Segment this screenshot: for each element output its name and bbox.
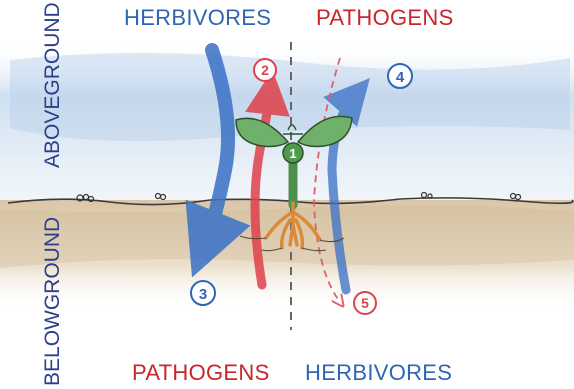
marker-3-label: 3: [199, 286, 207, 303]
marker-4-label: 4: [396, 69, 405, 86]
label-herbivores-bottom: HERBIVORES: [305, 362, 452, 384]
marker-2-label: 2: [261, 62, 269, 78]
label-belowground: BELOWGROUND: [42, 217, 63, 386]
marker-2: 2: [254, 59, 276, 81]
marker-5-label: 5: [361, 295, 369, 311]
label-herbivores-top: HERBIVORES: [124, 7, 271, 29]
marker-3: 3: [191, 281, 215, 305]
marker-4: 4: [388, 64, 412, 88]
label-aboveground: ABOVEGROUND: [42, 2, 63, 168]
marker-1-label: 1: [289, 146, 296, 161]
marker-1: 1: [283, 143, 303, 163]
label-pathogens-bottom: PATHOGENS: [132, 362, 270, 384]
marker-5: 5: [354, 292, 376, 314]
label-pathogens-top: PATHOGENS: [316, 7, 454, 29]
